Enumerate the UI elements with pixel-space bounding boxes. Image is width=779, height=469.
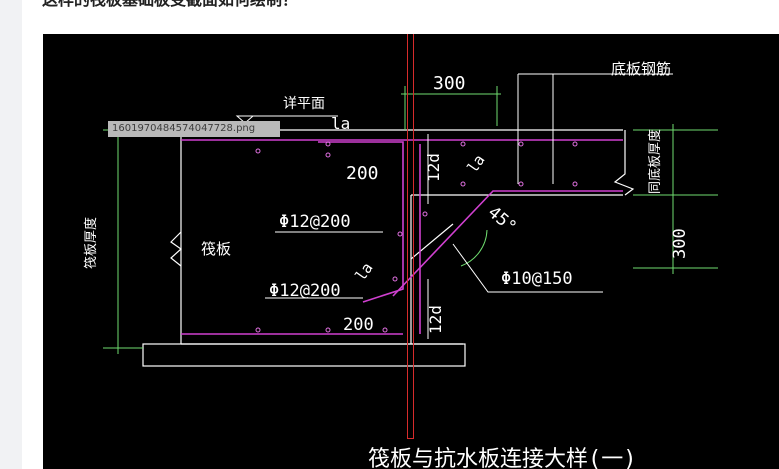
rebar-dot xyxy=(518,141,524,147)
dimension-lines xyxy=(103,86,718,354)
dim-12d-lower-label: 12d xyxy=(426,305,445,334)
bottom-rebar-label: 底板钢筋 xyxy=(611,60,671,78)
sloped-bottom-rebar xyxy=(392,190,623,297)
cad-labels: 300 底板钢筋 详平面 la 200 12d la Φ12@200 筏板 筏板… xyxy=(83,60,690,469)
rebar-12-200-upper-label: Φ12@200 xyxy=(279,212,351,232)
left-gutter xyxy=(0,0,22,469)
rebar-dot xyxy=(392,276,398,282)
break-line-left xyxy=(170,231,182,267)
leader-lines xyxy=(235,73,673,339)
la-top-label: la xyxy=(331,114,350,133)
dim-300-right-label: 300 xyxy=(670,228,690,259)
rebar-12-200-lower-label: Φ12@200 xyxy=(269,281,341,301)
rebar-dot xyxy=(460,181,466,187)
image-filename-tag: 1601970484574047728.png xyxy=(108,121,280,137)
rebar-10-150-label: Φ10@150 xyxy=(501,269,573,289)
rebar-dot xyxy=(518,181,524,187)
rebar-dot xyxy=(325,327,331,333)
rebar-dot xyxy=(422,211,428,217)
same-slab-thickness-label: 同底板厚度 xyxy=(647,129,663,194)
slope-edge-line xyxy=(410,223,454,260)
rebar-dot xyxy=(255,148,261,154)
rebar-dot xyxy=(382,327,388,333)
rebar-group xyxy=(181,139,623,335)
rebar-dots xyxy=(255,141,578,333)
rebar-10-150-leader xyxy=(452,243,603,293)
detail-plane-label: 详平面 xyxy=(283,96,325,112)
detail-plane-marker xyxy=(235,115,255,124)
dim-300-top-label: 300 xyxy=(433,73,466,94)
drawing-caption: 筏板与抗水板连接大样(一) xyxy=(368,447,637,469)
la-lower-label: la xyxy=(352,259,377,284)
dim-200-lower-label: 200 xyxy=(343,315,374,335)
cushion-layer xyxy=(142,343,466,367)
dim-200-upper-label: 200 xyxy=(346,163,379,184)
rebar-dot xyxy=(397,231,403,237)
raft-slab-label: 筏板 xyxy=(201,240,231,258)
rebar-dot xyxy=(460,141,466,147)
dim-12d-upper-label: 12d xyxy=(424,153,443,182)
angle-arc xyxy=(460,229,488,267)
break-line-right xyxy=(613,130,635,196)
rebar-dot xyxy=(325,141,331,147)
question-title: 这样的筏板基础板变截面如何绘制？ xyxy=(42,0,298,10)
rebar-dot xyxy=(572,141,578,147)
rebar-dot xyxy=(325,152,331,158)
selection-marker xyxy=(407,34,414,439)
cad-drawing-image[interactable]: 300 底板钢筋 详平面 la 200 12d la Φ12@200 筏板 筏板… xyxy=(43,34,779,469)
angle-45-label: 45° xyxy=(484,203,520,238)
rebar-dot xyxy=(255,327,261,333)
raft-thickness-label: 筏板厚度 xyxy=(83,217,99,269)
cad-drawing-svg: 300 底板钢筋 详平面 la 200 12d la Φ12@200 筏板 筏板… xyxy=(83,60,718,469)
upper-bent-rebar xyxy=(318,141,404,303)
la-diag-label: la xyxy=(464,151,489,176)
rebar-dot xyxy=(572,181,578,187)
